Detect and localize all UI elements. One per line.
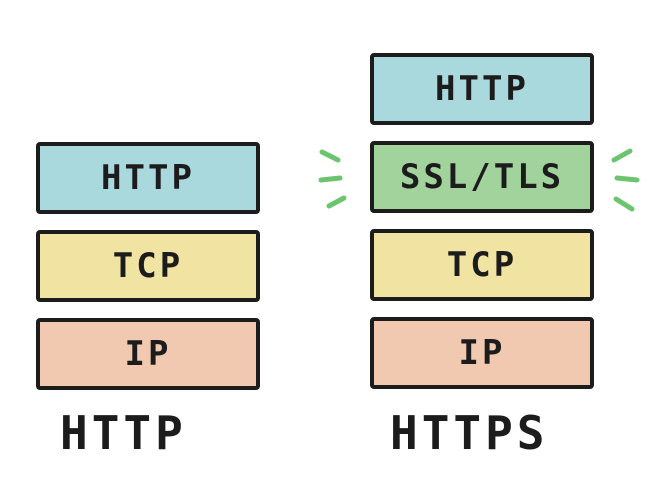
right-http-layer: HTTP [370, 53, 594, 125]
right-ssl-tls-layer: SSL/TLS [370, 141, 594, 213]
left-sparks [318, 149, 347, 209]
left-http-layer: HTTP [36, 142, 260, 214]
spark-mark [613, 196, 635, 212]
right-tcp-layer-label: TCP [446, 245, 518, 285]
spark-mark [318, 175, 343, 183]
left-tcp-layer: TCP [36, 230, 260, 302]
right-ip-layer-label: IP [458, 333, 506, 373]
left-ip-layer-label: IP [124, 334, 172, 374]
right-sparks [611, 148, 640, 212]
left-http-layer-label: HTTP [101, 158, 195, 198]
spark-mark [326, 195, 347, 209]
spark-mark [611, 148, 633, 163]
left-tcp-layer-label: TCP [112, 246, 184, 286]
right-http-layer-label: HTTP [435, 69, 529, 109]
right-ip-layer: IP [370, 317, 594, 389]
spark-mark [319, 149, 341, 163]
left-ip-layer: IP [36, 318, 260, 390]
right-ssl-tls-layer-label: SSL/TLS [399, 157, 565, 197]
right-tcp-layer: TCP [370, 229, 594, 301]
spark-mark [614, 175, 640, 183]
right-stack-caption: HTTPS [390, 406, 549, 460]
left-stack-caption: HTTP [60, 406, 187, 460]
